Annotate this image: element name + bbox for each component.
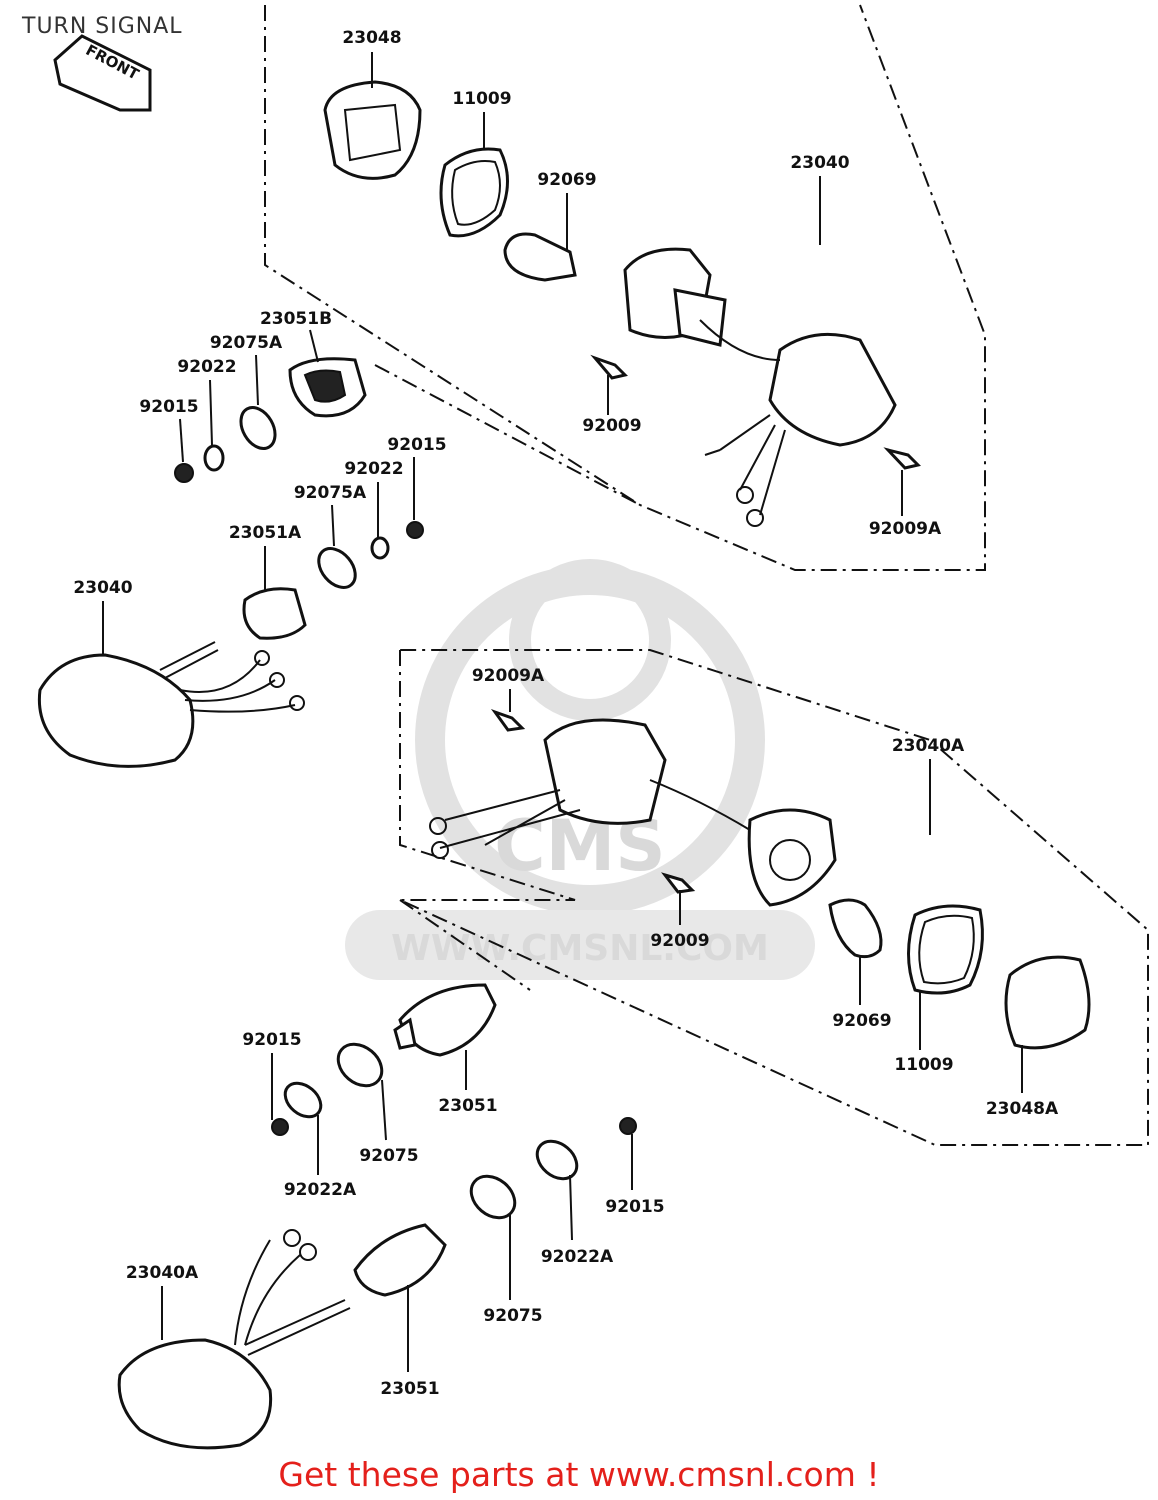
screw-92009-upper	[590, 354, 628, 380]
callout-23051b: 23051B	[260, 309, 332, 329]
socket-23051-lower	[353, 1223, 447, 1297]
callout-92075a: 92075A	[210, 333, 283, 353]
group-link-upper	[374, 364, 641, 506]
callout-92015: 92015	[139, 397, 198, 417]
callout-23048a: 23048A	[986, 1099, 1059, 1119]
watermark: CMS WWW.CMSNL.COM	[345, 559, 815, 980]
callout-23048: 23048	[342, 28, 401, 48]
bulb-92069	[503, 232, 577, 282]
washer-92022A-upper	[283, 1081, 323, 1119]
callout-23051: 23051	[438, 1096, 497, 1116]
page-title: TURN SIGNAL	[22, 14, 183, 39]
gasket-11009-lower	[907, 904, 984, 995]
seal-92075-upper	[336, 1042, 384, 1088]
screw-92009A-upper	[883, 447, 921, 470]
callout-92075a: 92075A	[294, 483, 367, 503]
callout-92015: 92015	[605, 1197, 664, 1217]
screw-92009A-lower	[490, 708, 526, 732]
callout-92069: 92069	[832, 1011, 891, 1031]
group-outline-lower	[399, 649, 1149, 1146]
seal-92075A-upper	[239, 406, 277, 450]
callout-92022a: 92022A	[541, 1247, 614, 1267]
leader-lines	[102, 52, 1023, 1372]
nut-92015-right	[619, 1117, 637, 1135]
leader-line-92015	[179, 418, 184, 463]
callout-23040a: 23040A	[892, 736, 965, 756]
callout-23040: 23040	[790, 153, 849, 173]
callout-11009: 11009	[452, 89, 511, 109]
housing-23040A-upper	[429, 718, 837, 907]
bulb-92069-lower	[828, 898, 883, 959]
gasket-11009	[439, 147, 509, 238]
lens-23048A	[1004, 955, 1091, 1050]
callout-92015: 92015	[387, 435, 446, 455]
washer-92022-upper	[203, 444, 225, 472]
callout-92009: 92009	[650, 931, 709, 951]
callout-92075: 92075	[359, 1146, 418, 1166]
callout-92009a: 92009A	[472, 666, 545, 686]
leader-line-92075	[381, 1079, 387, 1141]
group-outline-upper	[264, 4, 986, 571]
screw-92009-lower	[661, 872, 696, 894]
footer-link[interactable]: Get these parts at www.cmsnl.com !	[278, 1455, 880, 1494]
washer-92022A-lower	[535, 1139, 579, 1181]
socket-23051-upper	[393, 983, 497, 1057]
nut-92015-lower	[406, 521, 424, 539]
callout-92009: 92009	[582, 416, 641, 436]
nut-92015-left	[271, 1118, 289, 1136]
callout-23040: 23040	[73, 578, 132, 598]
housing-23040A-lower	[117, 1229, 351, 1450]
callout-23040a: 23040A	[126, 1263, 199, 1283]
leader-line-23051b	[309, 329, 319, 363]
group-link-lower	[399, 899, 531, 991]
callout-23051a: 23051A	[229, 523, 302, 543]
housing-23040-upper	[623, 247, 897, 527]
seal-92075A-lower	[317, 547, 357, 589]
leader-line-92075a	[331, 504, 335, 547]
callout-11009: 11009	[894, 1055, 953, 1075]
seal-92075-lower	[469, 1174, 517, 1220]
front-arrow: FRONT	[53, 34, 152, 112]
callout-92015: 92015	[242, 1030, 301, 1050]
watermark-url: WWW.CMSNL.COM	[391, 928, 769, 969]
housing-23040-left	[37, 641, 305, 768]
callout-92009a: 92009A	[869, 519, 942, 539]
socket-23051A	[242, 587, 307, 640]
washer-92022-lower	[370, 536, 390, 560]
leader-line-92075a	[255, 354, 259, 406]
nut-92015-upper	[174, 463, 194, 483]
lens-23048	[323, 80, 422, 180]
callout-92022: 92022	[177, 357, 236, 377]
socket-23051B	[288, 357, 367, 418]
callout-92022a: 92022A	[284, 1180, 357, 1200]
callout-92022: 92022	[344, 459, 403, 479]
leader-line-92022	[209, 379, 213, 446]
leader-line-92022a	[569, 1174, 573, 1241]
callout-labels: 23048 11009 92069 23040 23051B 92075A 92022 920…	[73, 28, 1059, 1399]
callout-92075: 92075	[483, 1306, 542, 1326]
callout-23051: 23051	[380, 1379, 439, 1399]
callout-92069: 92069	[537, 170, 596, 190]
